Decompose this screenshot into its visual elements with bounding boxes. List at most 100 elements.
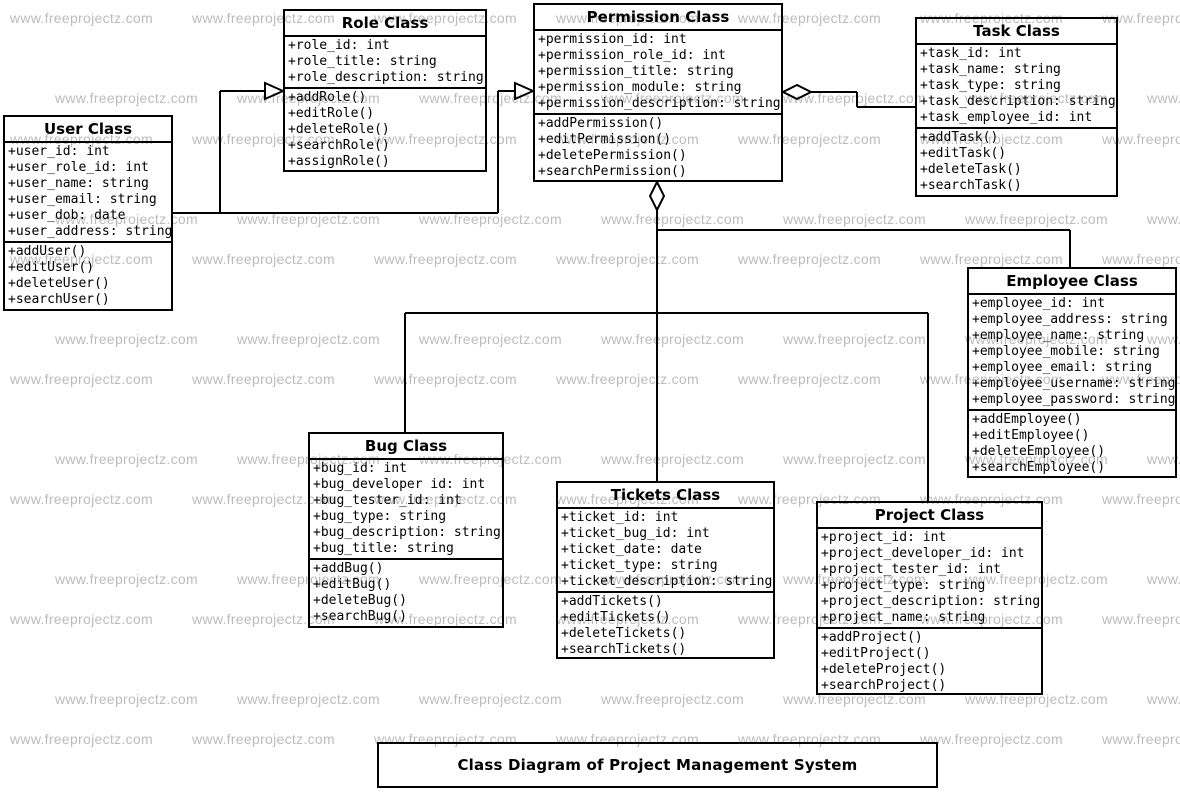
- attribute-row: +role_description: string: [288, 70, 484, 85]
- method-row: +addTask(): [920, 130, 999, 145]
- attribute-row: +user_email: string: [8, 192, 157, 207]
- method-row: +deletePermission(): [538, 148, 687, 163]
- attribute-row: +ticket_description: string: [561, 574, 773, 589]
- attribute-row: +task_description: string: [920, 94, 1116, 109]
- attribute-row: +user_address: string: [8, 224, 173, 239]
- attribute-row: +ticket_date: date: [561, 542, 702, 557]
- attribute-row: +ticket_bug_id: int: [561, 526, 710, 541]
- class-name-task: Task Class: [917, 19, 1116, 45]
- method-row: +addRole(): [288, 90, 367, 105]
- attribute-row: +bug_description: string: [313, 525, 501, 540]
- attribute-row: +employee_password: string: [972, 392, 1176, 407]
- class-name-bug: Bug Class: [310, 434, 502, 460]
- attribute-row: +permission_description: string: [538, 96, 781, 111]
- attribute-row: +user_role_id: int: [8, 160, 149, 175]
- method-row: +addEmployee(): [972, 412, 1082, 427]
- attribute-row: +permission_title: string: [538, 64, 734, 79]
- open-diamond-marker: [648, 179, 666, 213]
- methods-compartment: +addTask()+editTask()+deleteTask()+searc…: [917, 129, 1116, 195]
- open-triangle-arrowhead: [264, 81, 286, 101]
- attributes-compartment: +project_id: int+project_developer_id: i…: [818, 529, 1041, 629]
- uml-class-tickets: Tickets Class+ticket_id: int+ticket_bug_…: [556, 481, 775, 659]
- diagram-title-box: Class Diagram of Project Management Syst…: [377, 742, 938, 788]
- attribute-row: +bug_developer id: int: [313, 477, 486, 492]
- attributes-compartment: +ticket_id: int+ticket_bug_id: int+ticke…: [558, 509, 773, 593]
- attribute-row: +ticket_id: int: [561, 510, 679, 525]
- uml-class-bug: Bug Class+bug_id: int+bug_developer id: …: [308, 432, 504, 628]
- attributes-compartment: +task_id: int+task_name: string+task_typ…: [917, 45, 1116, 129]
- uml-class-task: Task Class+task_id: int+task_name: strin…: [915, 17, 1118, 197]
- attribute-row: +permission_module: string: [538, 80, 742, 95]
- method-row: +deleteUser(): [8, 276, 110, 291]
- class-name-tickets: Tickets Class: [558, 483, 773, 509]
- method-row: +editTask(): [920, 146, 1007, 161]
- methods-compartment: +addProject()+editProject()+deleteProjec…: [818, 629, 1041, 693]
- method-row: +addBug(): [313, 561, 384, 576]
- diagram-title: Class Diagram of Project Management Syst…: [457, 756, 858, 774]
- attribute-row: +employee_id: int: [972, 296, 1106, 311]
- attribute-row: +role_id: int: [288, 38, 390, 53]
- attribute-row: +project_id: int: [821, 530, 947, 545]
- attribute-row: +user_name: string: [8, 176, 149, 191]
- methods-compartment: +addBug()+editBug()+deleteBug()+searchBu…: [310, 560, 502, 626]
- class-name-user: User Class: [5, 117, 171, 143]
- method-row: +editTickets(): [561, 610, 671, 625]
- method-row: +searchProject(): [821, 678, 947, 693]
- method-row: +editBug(): [313, 577, 392, 592]
- method-row: +searchTask(): [920, 178, 1022, 193]
- attribute-row: +bug_tester_id: int: [313, 493, 462, 508]
- method-row: +searchPermission(): [538, 164, 687, 179]
- attribute-row: +project_type: string: [821, 578, 986, 593]
- class-name-employee: Employee Class: [969, 269, 1175, 295]
- class-name-permission: Permission Class: [535, 5, 781, 31]
- method-row: +deleteTickets(): [561, 626, 687, 641]
- attribute-row: +permission_id: int: [538, 32, 687, 47]
- method-row: +deleteBug(): [313, 593, 407, 608]
- attribute-row: +user_id: int: [8, 144, 110, 159]
- attribute-row: +bug_title: string: [313, 541, 454, 556]
- method-row: +addUser(): [8, 244, 87, 259]
- attributes-compartment: +employee_id: int+employee_address: stri…: [969, 295, 1175, 411]
- attribute-row: +employee_address: string: [972, 312, 1168, 327]
- attribute-row: +role_title: string: [288, 54, 437, 69]
- attributes-compartment: +bug_id: int+bug_developer id: int+bug_t…: [310, 460, 502, 560]
- method-row: +searchUser(): [8, 292, 110, 307]
- attribute-row: +task_id: int: [920, 46, 1022, 61]
- uml-class-user: User Class+user_id: int+user_role_id: in…: [3, 115, 173, 311]
- method-row: +searchRole(): [288, 138, 390, 153]
- attribute-row: +task_type: string: [920, 78, 1061, 93]
- attribute-row: +ticket_type: string: [561, 558, 718, 573]
- class-name-role: Role Class: [285, 11, 485, 37]
- method-row: +editPermission(): [538, 132, 672, 147]
- methods-compartment: +addPermission()+editPermission()+delete…: [535, 115, 781, 180]
- uml-class-role: Role Class+role_id: int+role_title: stri…: [283, 9, 487, 172]
- attributes-compartment: +role_id: int+role_title: string+role_de…: [285, 37, 485, 89]
- method-row: +editProject(): [821, 646, 931, 661]
- attribute-row: +employee_email: string: [972, 360, 1153, 375]
- method-row: +deleteRole(): [288, 122, 390, 137]
- attribute-row: +project_description: string: [821, 594, 1041, 609]
- method-row: +addProject(): [821, 630, 923, 645]
- attribute-row: +permission_role_id: int: [538, 48, 726, 63]
- open-diamond-marker: [780, 83, 814, 101]
- method-row: +deleteProject(): [821, 662, 947, 677]
- method-row: +searchBug(): [313, 609, 407, 624]
- class-name-project: Project Class: [818, 503, 1041, 529]
- method-row: +editEmployee(): [972, 428, 1090, 443]
- methods-compartment: +addUser()+editUser()+deleteUser()+searc…: [5, 243, 171, 309]
- attributes-compartment: +user_id: int+user_role_id: int+user_nam…: [5, 143, 171, 243]
- attribute-row: +user_dob: date: [8, 208, 126, 223]
- attribute-row: +bug_type: string: [313, 509, 447, 524]
- method-row: +addPermission(): [538, 116, 664, 131]
- method-row: +editUser(): [8, 260, 95, 275]
- attribute-row: +task_employee_id: int: [920, 110, 1093, 125]
- attribute-row: +employee_mobile: string: [972, 344, 1160, 359]
- methods-compartment: +addEmployee()+editEmployee()+deleteEmpl…: [969, 411, 1175, 476]
- method-row: +addTickets(): [561, 594, 663, 609]
- method-row: +editRole(): [288, 106, 375, 121]
- uml-class-employee: Employee Class+employee_id: int+employee…: [967, 267, 1177, 478]
- uml-class-project: Project Class+project_id: int+project_de…: [816, 501, 1043, 695]
- uml-class-permission: Permission Class+permission_id: int+perm…: [533, 3, 783, 182]
